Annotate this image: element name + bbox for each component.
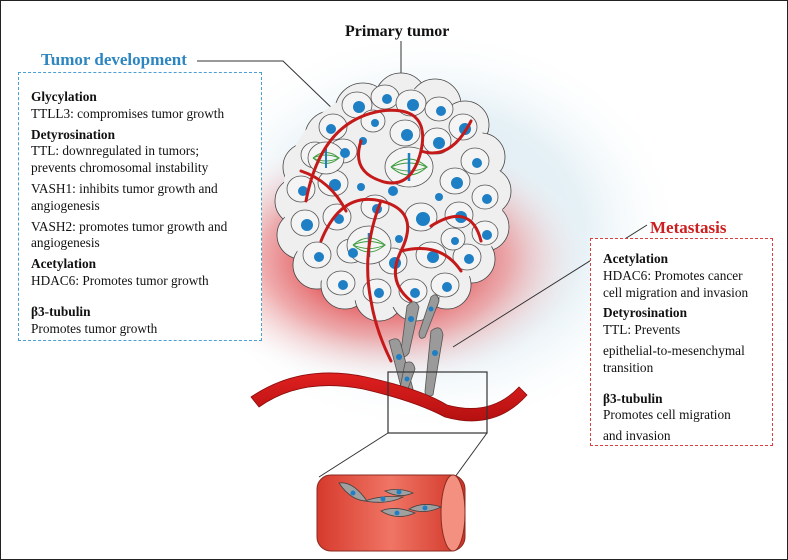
ttl-text-line1: TTL: Prevents [603, 322, 681, 338]
b3-tubulin-heading: β3-tubulin [31, 303, 91, 319]
vash1-text-line1: VASH1: inhibits tumor growth and [31, 180, 218, 196]
hdac6-text: HDAC6: Promotes tumor growth [31, 272, 209, 288]
tumor-development-panel: Glycylation TTLL3: compromises tumor gro… [18, 72, 262, 341]
b3-tubulin-text-line1: Promotes cell migration [603, 407, 731, 423]
ttl-text-line2: prevents chromosomal instability [31, 160, 209, 176]
hdac6-text-line1: HDAC6: Promotes cancer [603, 267, 743, 283]
vash1-text-line2: angiogenesis [31, 197, 100, 213]
ttl-text-line3: transition [603, 359, 654, 375]
circulating-cell-nuclei [350, 489, 428, 516]
acetylation-heading: Acetylation [603, 251, 668, 266]
vash2-text-line2: angiogenesis [31, 235, 100, 251]
detyrosination-heading: Detyrosination [31, 126, 115, 142]
acetylation-heading: Acetylation [31, 256, 96, 272]
ttl-text-line2: epithelial-to-mesenchymal [603, 342, 745, 358]
ttl-text-line1: TTL: downregulated in tumors; [31, 143, 200, 159]
tumor-development-title: Tumor development [41, 50, 187, 69]
zoom-line-left [318, 432, 389, 478]
ttll3-text: TTLL3: compromises tumor growth [31, 105, 225, 121]
b3-tubulin-heading: β3-tubulin [603, 390, 663, 406]
blood-vessel [250, 372, 528, 422]
metastasis-panel: Acetylation HDAC6: Promotes cancer cell … [590, 238, 773, 446]
b3-tubulin-text-line2: and invasion [603, 428, 671, 444]
detyrosination-heading: Detyrosination [603, 305, 687, 321]
tumor-vasculature [299, 108, 483, 363]
primary-tumor-title: Primary tumor [345, 23, 450, 40]
zoom-box [387, 371, 488, 434]
b3-tubulin-text: Promotes tumor growth [31, 320, 158, 336]
vash2-text-line1: VASH2: promotes tumor growth and [31, 218, 228, 234]
leader-line-development [197, 60, 338, 114]
metastasis-title: Metastasis [650, 218, 727, 237]
zoom-line-right [454, 432, 488, 478]
glycylation-heading: Glycylation [31, 89, 97, 104]
migrating-cell-nuclei [396, 306, 438, 382]
hdac6-text-line2: cell migration and invasion [603, 284, 749, 300]
